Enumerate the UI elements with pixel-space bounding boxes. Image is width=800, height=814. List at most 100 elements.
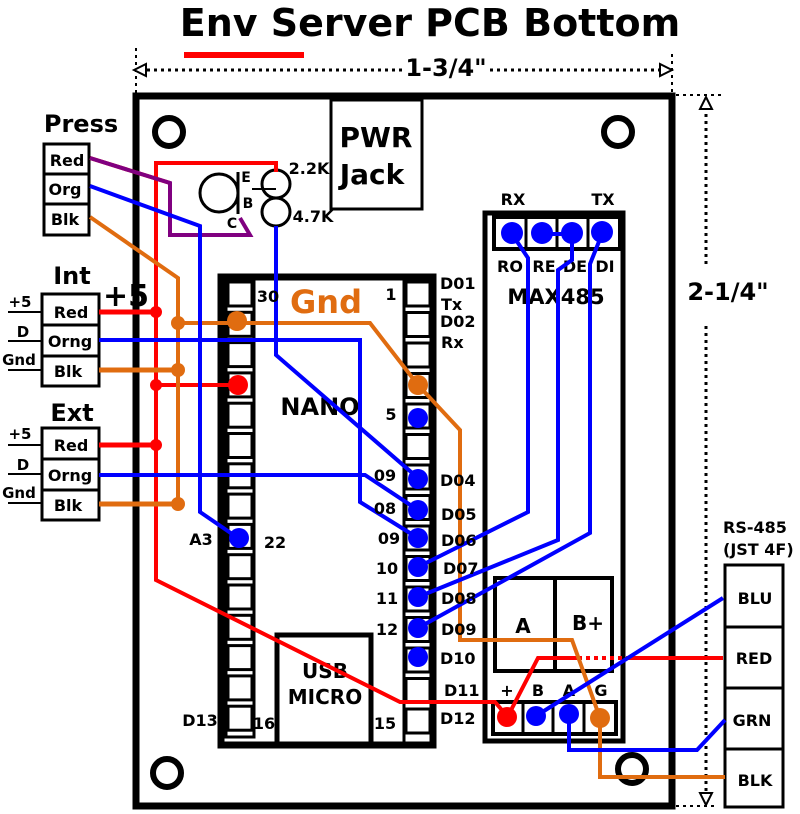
nano-right-pin-cell [404,372,432,399]
label-d01: D01 [440,274,476,293]
nano-right-pin-cell [404,280,432,308]
pwr-jack-label-2: Jack [338,158,406,191]
width-dim-left-arrow [131,62,147,78]
transistor-b-label: B [243,196,254,212]
pad-max-a [559,704,579,724]
wire-blue-press-signal [89,184,240,540]
max485-bottom-pin-plus: + [500,681,513,700]
label-d09: D09 [441,620,477,639]
int-side-plus5: +5 [8,293,31,311]
pad-5 [408,408,428,428]
wire-purple-press [89,156,254,237]
nano-pin-08: 08 [374,499,396,518]
int-pin-orng: Orng [48,332,92,351]
height-dim-top-arrow [698,94,714,110]
pad-d08 [408,587,428,607]
int-label: Int [53,262,91,290]
junction-int-red [150,306,162,318]
max485-a-label: A [515,614,531,638]
rs485-label-2: (JST 4F) [723,540,794,559]
nano-left-pin-cells [226,280,254,732]
label-d10: D10 [440,649,476,668]
pad-vin [228,375,248,395]
nano-pin-16: 16 [253,714,275,733]
max485-module [482,210,626,744]
rs485-pin-blk: BLK [738,771,773,790]
label-d07: D07 [443,559,479,578]
max485-pin-ro: RO [497,257,523,276]
rs485-connector [723,563,785,809]
nano-right-pin-cell [404,311,432,338]
width-label-bg [402,52,488,80]
junction-ext-red [150,439,162,451]
nano-left-pin-cell [226,522,254,550]
pad-d07 [408,557,428,577]
resistor-4-7k-label: 4.7K [293,207,334,226]
nano-right-pin-cell [404,341,432,369]
width-dimension-label: 1-3/4" [405,54,486,82]
nano-right-pin-cell [404,433,432,460]
label-d12: D12 [440,709,476,728]
transistor-c-label: C [227,216,237,232]
usb-label-2: MICRO [288,685,362,709]
nano-right-pin-cell [404,677,432,704]
nano-pin-10: 10 [376,559,398,578]
max485-pin-de: DE [563,257,587,276]
wire-blue-int-signal [99,338,420,540]
pad-max-g [590,708,610,728]
nano-left-pin-cell [226,644,254,672]
pad-a3 [229,528,249,548]
rs485-pin-grn: GRN [733,711,772,730]
height-dim-bottom-arrow [698,792,714,808]
pad-max-ro [501,222,523,244]
press-label: Press [44,110,118,138]
nano-left-pin-cell [226,280,254,308]
nano-pin-09a: 09 [374,466,396,485]
label-d02: D02 [440,312,476,331]
int-pin-red: Red [54,303,89,322]
pad-max-di [591,221,613,243]
nano-left-pin-cell [226,432,254,459]
nano-pin-11: 11 [376,589,398,608]
pcb-outline [132,92,676,810]
wire-blue-rs485-grn [567,714,727,752]
nano-left-pin-cell [226,401,254,429]
ext-pin-red: Red [54,436,89,455]
max485-pin-re: RE [532,257,555,276]
pad-max-b [526,706,546,726]
height-dimension-label: 2-1/4" [687,278,768,306]
pwr-jack-label-1: PWR [340,121,413,154]
wire-blue-ro [417,232,530,569]
resistor-2-2k [260,168,292,200]
nano-right-pin-cell [404,707,432,735]
ext-side-plus5: +5 [8,425,31,443]
pad-d09 [408,618,428,638]
ext-pin-orng: Orng [48,466,92,485]
nano-pin-15: 15 [374,714,396,733]
press-pin-blk: Blk [51,210,80,229]
pad-gnd-right [408,375,428,395]
max485-bplus-label: B+ [572,611,604,635]
nano-left-pin-cell [226,583,254,611]
wire-blue-ext-signal [99,473,420,512]
pad-d05 [408,500,428,520]
int-pin-blk: Blk [54,362,83,381]
pwr-jack [329,98,424,211]
resistor-4-7k [260,196,292,228]
label-d04: D04 [440,471,476,490]
max485-bottom-pin-g: G [594,681,607,700]
resistor-2-2k-label: 2.2K [289,159,330,178]
nano-right-pin-cell [404,555,432,582]
nano-pin-1: 1 [385,285,396,304]
nano-pin-d13: D13 [182,711,218,730]
max485-tx-label: TX [591,190,615,209]
pad-max-plus [497,707,517,727]
nano-pin-09b: 09 [378,529,400,548]
label-d05: D05 [441,505,477,524]
press-pin-org: Org [49,180,82,199]
diagram-title: Env Server PCB Bottom [180,1,680,45]
wire-orange-gnd-bus [178,321,725,779]
plus5-label: +5 [103,279,149,314]
transistor-body [198,172,240,214]
